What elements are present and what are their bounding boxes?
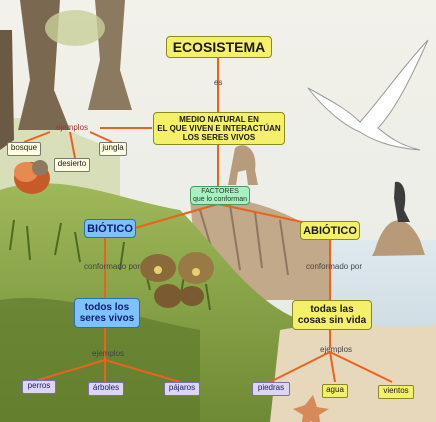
example-perros: perros bbox=[22, 380, 56, 394]
link-conformado-biotico: conformado por bbox=[84, 262, 141, 271]
link-ejemplos-habitats: ejemplos bbox=[56, 123, 89, 132]
example-pajaros: pájaros bbox=[164, 382, 200, 396]
definition-line-1: MEDIO NATURAL EN bbox=[179, 115, 259, 124]
link-conformado-abiotico: conformado por bbox=[306, 262, 363, 271]
abiotico-node: ABIÓTICO bbox=[300, 221, 360, 240]
habitat-bosque: bosque bbox=[7, 142, 41, 156]
seres-vivos-node: todos los seres vivos bbox=[74, 298, 140, 328]
habitat-desierto: desierto bbox=[54, 158, 90, 172]
example-vientos: vientos bbox=[378, 385, 414, 399]
sin-vida-line-1: todas las bbox=[310, 304, 354, 315]
sin-vida-line-2: cosas sin vida bbox=[297, 315, 367, 326]
link-ejemplos-abiotico: ejemplos bbox=[320, 345, 353, 354]
definition-line-3: LOS SERES VIVOS bbox=[182, 132, 256, 142]
link-es: es bbox=[214, 78, 223, 87]
example-arboles: árboles bbox=[88, 382, 124, 396]
link-ejemplos-biotico: ejemplos bbox=[92, 349, 125, 358]
factores-node: FACTORES que lo conforman bbox=[190, 186, 250, 205]
example-agua: agua bbox=[322, 384, 348, 398]
link-conforman: que lo conforman bbox=[192, 195, 248, 203]
seres-vivos-line-1: todos los bbox=[84, 302, 130, 313]
definition-node: MEDIO NATURAL EN EL QUE VIVEN E INTERACT… bbox=[153, 112, 285, 145]
biotico-node: BIÓTICO bbox=[84, 219, 136, 238]
example-piedras: piedras bbox=[252, 382, 290, 396]
habitat-jungla: jungla bbox=[99, 142, 127, 156]
sin-vida-node: todas las cosas sin vida bbox=[292, 300, 372, 330]
definition-line-2: EL QUE VIVEN E INTERACTÚAN bbox=[157, 123, 281, 133]
factores-label: FACTORES bbox=[201, 188, 239, 195]
title-node: ECOSISTEMA bbox=[166, 36, 272, 58]
seres-vivos-line-2: seres vivos bbox=[79, 313, 135, 324]
